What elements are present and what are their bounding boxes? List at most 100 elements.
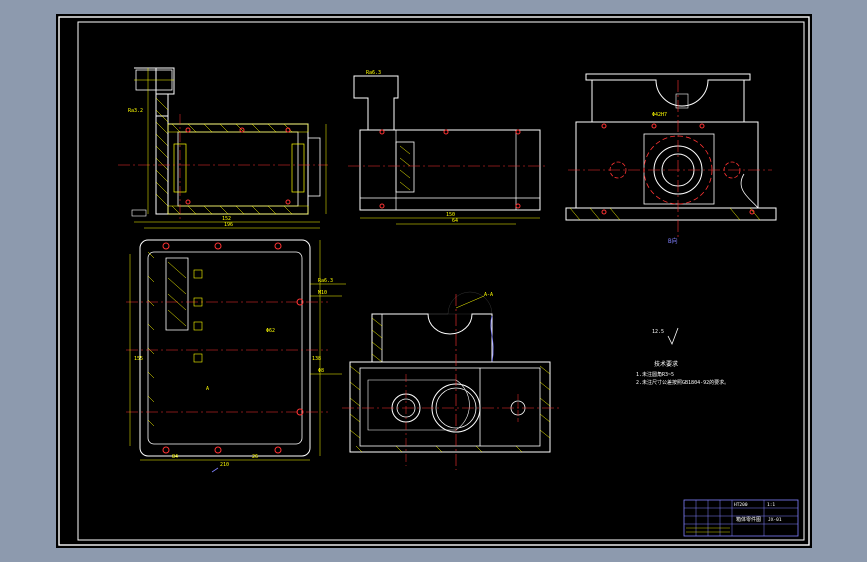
side-view[interactable]: Ra6.3 150 64 [348, 70, 548, 225]
notes-line-1: 1.未注圆角R3~5 [636, 371, 674, 378]
front-slot-right [291, 143, 305, 193]
plan-wall-hatch [147, 251, 155, 427]
plan-bolt-hole [214, 242, 222, 250]
rear-posts [591, 80, 745, 122]
plan-boss [193, 297, 203, 307]
plan-section-label: A [206, 386, 209, 392]
front-hole [239, 127, 245, 133]
plan-bolt-hole [296, 298, 304, 306]
front-box-inner [177, 131, 299, 207]
front-flange [307, 137, 321, 197]
plan-bore-dim: Φ62 [266, 328, 275, 334]
rear-hole [699, 123, 705, 129]
title-part-name: 箱体零件图 [736, 516, 761, 523]
plan-bolt-hole [162, 242, 170, 250]
plan-column-hatch [167, 261, 187, 327]
front-wall-hatch [155, 97, 169, 207]
front-hole [285, 199, 291, 205]
technical-notes: 12.5 技术要求 1.未注圆角R3~5 2.未注尺寸公差按照GB1804-92… [636, 327, 729, 386]
plan-boss [193, 321, 203, 331]
drawing-canvas: 152 196 Ra3.2 Ra6.3 150 64 [58, 16, 810, 546]
rear-base [565, 207, 777, 221]
plan-column-section [165, 257, 189, 331]
rear-view-label: B向 [668, 237, 678, 245]
plan-bolt-hole [274, 242, 282, 250]
section-upper-hatch [371, 317, 383, 363]
plan-height-dim: 155 [134, 356, 143, 362]
plan-left-dim: 84 [172, 454, 178, 460]
side-hole [379, 203, 385, 209]
front-box-hatch-band [167, 123, 309, 215]
rear-break-line [740, 173, 759, 209]
plan-callout-2: M10 [318, 290, 327, 296]
section-upper [371, 313, 493, 363]
front-view[interactable]: 152 196 Ra3.2 [118, 67, 328, 229]
roughness-note: 12.5 [652, 329, 664, 335]
title-drawing-no: JX-01 [768, 517, 782, 523]
plan-bolt-hole [296, 408, 304, 416]
side-seat-hatch [399, 145, 411, 191]
plan-bolt-hole [274, 446, 282, 454]
side-hole [515, 129, 521, 135]
plan-bolt-hole [214, 446, 222, 454]
rear-view[interactable]: Φ42H7 B向 [565, 73, 777, 245]
drawing-sheet: 152 196 Ra3.2 Ra6.3 150 64 [56, 14, 812, 548]
section-upper-wall [371, 313, 383, 363]
side-hole [379, 129, 385, 135]
rear-hole [749, 209, 755, 215]
plan-callout-3: Φ8 [318, 368, 324, 374]
section-leader [455, 295, 485, 309]
plan-view-arrow [211, 467, 219, 473]
side-box [359, 129, 541, 211]
side-width-dim: 150 [446, 212, 455, 218]
side-column [353, 75, 399, 131]
title-signature-lines [686, 527, 730, 533]
section-pocket [367, 379, 470, 431]
section-helper [372, 291, 493, 315]
front-roughness: Ra3.2 [128, 108, 143, 114]
inner-border [77, 21, 805, 541]
rear-hole [651, 123, 657, 129]
plan-right-dim: 26 [252, 454, 258, 460]
title-material: HT200 [734, 502, 748, 508]
plan-boss [193, 353, 203, 363]
plan-view[interactable]: 155 138 84 26 210 A Φ62 Ra6.3 M10 Φ8 [126, 239, 346, 473]
side-top-marker: Ra6.3 [366, 70, 381, 76]
section-bore-large-inner [435, 387, 477, 429]
side-inner-dim: 64 [452, 218, 458, 224]
section-view[interactable]: A-A [342, 291, 560, 470]
plan-depth-dim: 138 [312, 356, 321, 362]
title-block[interactable]: HT200 1:1 箱体零件图 JX-01 [683, 499, 799, 537]
notes-title: 技术要求 [654, 360, 678, 368]
front-hole [185, 199, 191, 205]
rear-hole [601, 123, 607, 129]
front-inner-dim: 152 [222, 216, 231, 222]
roughness-symbol-icon [667, 327, 679, 345]
plan-bolt-hole [162, 446, 170, 454]
side-hole [443, 129, 449, 135]
outer-border [58, 16, 810, 546]
rear-top-plate [585, 73, 751, 107]
notes-line-2: 2.未注尺寸公差按照GB1804-92的要求。 [636, 379, 729, 386]
plan-boss [193, 269, 203, 279]
front-width-dim: 196 [224, 222, 233, 228]
rear-base-hatch [569, 207, 761, 221]
plan-outline [139, 239, 311, 457]
rear-bore-dim: Φ42H7 [652, 112, 667, 118]
rear-body [575, 121, 759, 209]
plan-callout-1: Ra6.3 [318, 278, 333, 284]
side-bearing-seat [395, 141, 415, 193]
front-hole [285, 127, 291, 133]
title-block-frame [683, 499, 799, 537]
section-body-inner [359, 367, 541, 447]
front-hole [185, 127, 191, 133]
front-foot [131, 209, 147, 217]
section-label: A-A [484, 292, 493, 298]
section-wall-hatch [349, 365, 551, 453]
rear-hole [601, 209, 607, 215]
rear-slot [675, 93, 689, 109]
section-body [349, 361, 551, 453]
section-break-line [490, 315, 494, 363]
title-scale: 1:1 [767, 502, 775, 508]
